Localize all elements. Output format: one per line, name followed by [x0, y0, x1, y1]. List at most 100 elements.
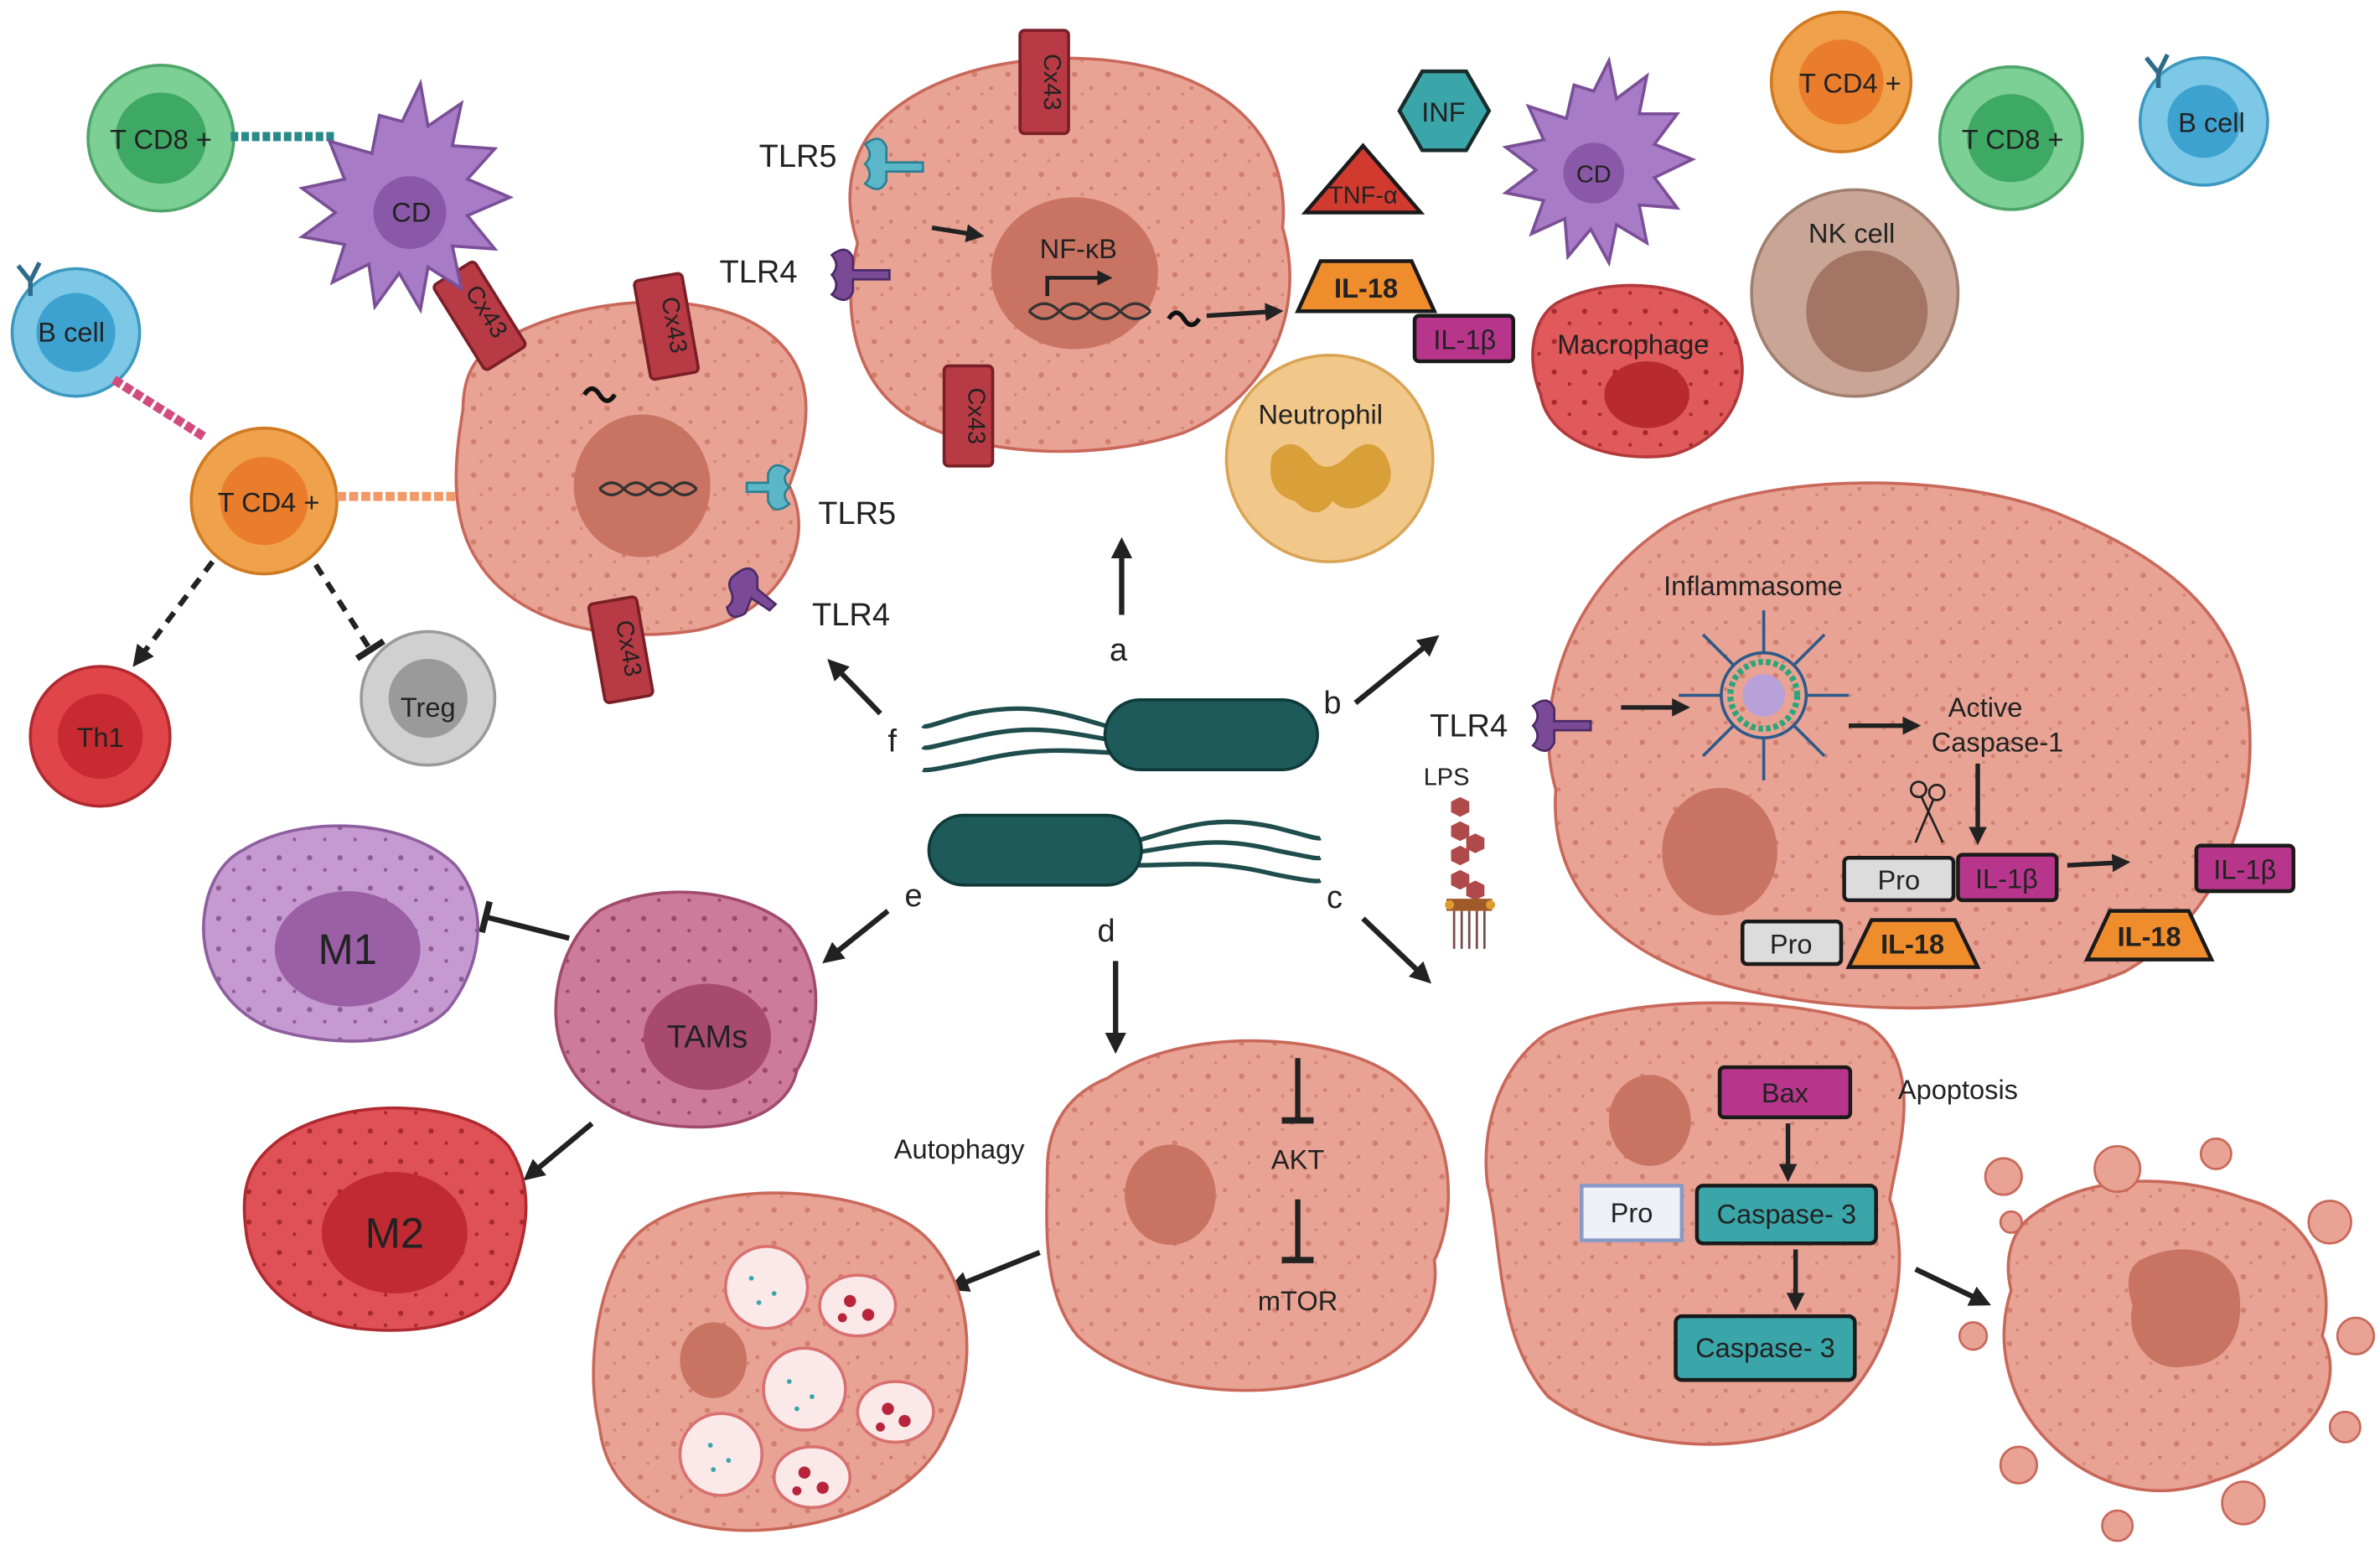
epithelial-cell-b [1547, 481, 2252, 1010]
svg-text:T CD4 +: T CD4 + [1799, 67, 1901, 98]
arrow-to-apoptotic-body [1914, 1267, 1991, 1306]
svg-text:Pro: Pro [1877, 864, 1920, 895]
tnf-triangle: TNF-α [1301, 143, 1425, 215]
svg-text:T CD8 +: T CD8 + [1962, 123, 2064, 154]
epithelial-cell-d [1045, 1039, 1451, 1392]
lps-icon [1445, 796, 1496, 949]
il1b-box-released: IL-1β [2194, 843, 2295, 894]
tlr4-receptor-icon [830, 248, 891, 302]
svg-text:Macrophage: Macrophage [1557, 329, 1709, 360]
dashed-arrow-th1 [132, 560, 215, 667]
transcription-arrow [1045, 270, 1113, 297]
svg-text:CD: CD [1576, 161, 1612, 188]
svg-text:B cell: B cell [2178, 107, 2245, 138]
label-b: b [1323, 686, 1341, 721]
dashed-inhibit-treg [313, 562, 385, 661]
b-cell-right: B cell [2138, 53, 2269, 187]
treg-cell: Treg [360, 630, 497, 767]
nk-cell: NK cell [1750, 188, 1960, 398]
svg-text:T CD4 +: T CD4 + [218, 486, 320, 517]
cx43-box-a-bottom: Cx43 [942, 364, 995, 468]
tlr5-label-left: TLR5 [818, 496, 896, 531]
svg-text:CD: CD [391, 196, 431, 227]
arrow-to-m2 [523, 1121, 594, 1181]
apoptotic-cell [1958, 1137, 2376, 1542]
svg-text:Bax: Bax [1762, 1077, 1808, 1108]
svg-text:Caspase- 3: Caspase- 3 [1716, 1199, 1856, 1230]
epithelial-cell-a [848, 56, 1291, 454]
svg-text:M2: M2 [365, 1210, 424, 1257]
svg-text:IL-1β: IL-1β [1975, 863, 2038, 894]
t-cd4-cell-left: T CD4 + [189, 426, 339, 576]
bacterium-icon-bottom [927, 813, 1322, 887]
svg-text:B cell: B cell [38, 316, 105, 347]
svg-text:TNF-α: TNF-α [1328, 183, 1398, 210]
t-cd4-cell-right: T CD4 + [1769, 10, 1913, 153]
arrow-to-cytokines [1206, 303, 1284, 322]
label-e: e [904, 879, 922, 914]
svg-text:IL-1β: IL-1β [1433, 324, 1496, 355]
tlr4-label-top: TLR4 [720, 255, 798, 290]
nfkb-label: NF-κB [1040, 233, 1117, 264]
svg-text:M1: M1 [318, 925, 377, 973]
tlr4-receptor-icon-right [1531, 699, 1592, 752]
svg-text:Cx43: Cx43 [1038, 54, 1065, 111]
inhibit-m1 [479, 900, 570, 941]
mrna-squiggle [1167, 310, 1202, 328]
svg-text:TAMs: TAMs [667, 1020, 748, 1055]
arrow-to-autophagy-cell [947, 1250, 1041, 1292]
th1-cell: Th1 [28, 665, 172, 808]
bacterium-icon-top [921, 698, 1319, 773]
label-a: a [1110, 633, 1128, 668]
svg-text:Caspase- 3: Caspase- 3 [1695, 1332, 1835, 1363]
m1-cell: M1 [202, 824, 479, 1043]
tlr5-label-top: TLR5 [759, 139, 837, 174]
autophagy-cell [592, 1191, 969, 1532]
dna-icon-left [598, 481, 698, 497]
svg-text:T CD8 +: T CD8 + [110, 123, 212, 154]
tlr4-label-left: TLR4 [812, 598, 890, 633]
arrow-c [1361, 916, 1432, 984]
cx43-box-a-top: Cx43 [1018, 29, 1070, 136]
svg-text:Treg: Treg [401, 692, 456, 723]
lps-label: LPS [1424, 764, 1470, 791]
inf-hexagon: INF [1397, 69, 1492, 153]
il18-trapezoid-top: IL-18 [1295, 259, 1438, 314]
inflammasome-label: Inflammasome [1663, 570, 1843, 601]
il1b-box-top: IL-1β [1412, 314, 1516, 364]
dendritic-cell-left: CD [298, 78, 515, 314]
t-cd8-cell-left: T CD8 + [86, 64, 235, 213]
svg-text:IL-1β: IL-1β [2213, 854, 2276, 885]
cx43-box-f-1: Cx43 [432, 260, 527, 371]
akt-label: AKT [1271, 1143, 1324, 1174]
autophagosome-1 [723, 1245, 898, 1338]
label-c: c [1327, 880, 1343, 915]
tams-cell: TAMs [554, 890, 818, 1129]
dna-icon [1027, 302, 1152, 320]
svg-text:Th1: Th1 [76, 722, 123, 753]
caspase3-box-pro: Caspase- 3 [1694, 1184, 1878, 1246]
il18-trapezoid-pro: IL-18 [1845, 918, 1981, 969]
svg-text:Pro: Pro [1770, 928, 1813, 959]
apoptosis-label: Apoptosis [1898, 1074, 2018, 1105]
mtor-label: mTOR [1258, 1285, 1337, 1316]
bcr-link [111, 376, 208, 442]
arrow-release-il1b [2067, 853, 2131, 873]
inflammasome-icon [1679, 610, 1850, 780]
scissors-icon [1909, 780, 1946, 843]
svg-text:IL-18: IL-18 [1881, 928, 1944, 959]
svg-text:IL-18: IL-18 [1334, 272, 1398, 303]
il1b-box-pro: IL-1β [1956, 853, 2059, 903]
pro-box-il18: Pro [1740, 920, 1844, 967]
svg-text:Pro: Pro [1611, 1197, 1653, 1228]
b-cell-left: B cell [10, 262, 142, 398]
pro-box-il1b: Pro [1842, 855, 1956, 903]
macrophage-cell: Macrophage [1531, 283, 1744, 459]
m2-cell: M2 [242, 1106, 528, 1332]
arrow-into-nucleus [931, 224, 985, 243]
dendritic-cell-right: CD [1502, 55, 1696, 267]
antibody-icon [2144, 53, 2170, 89]
caspase3-box-active: Caspase- 3 [1674, 1314, 1857, 1382]
